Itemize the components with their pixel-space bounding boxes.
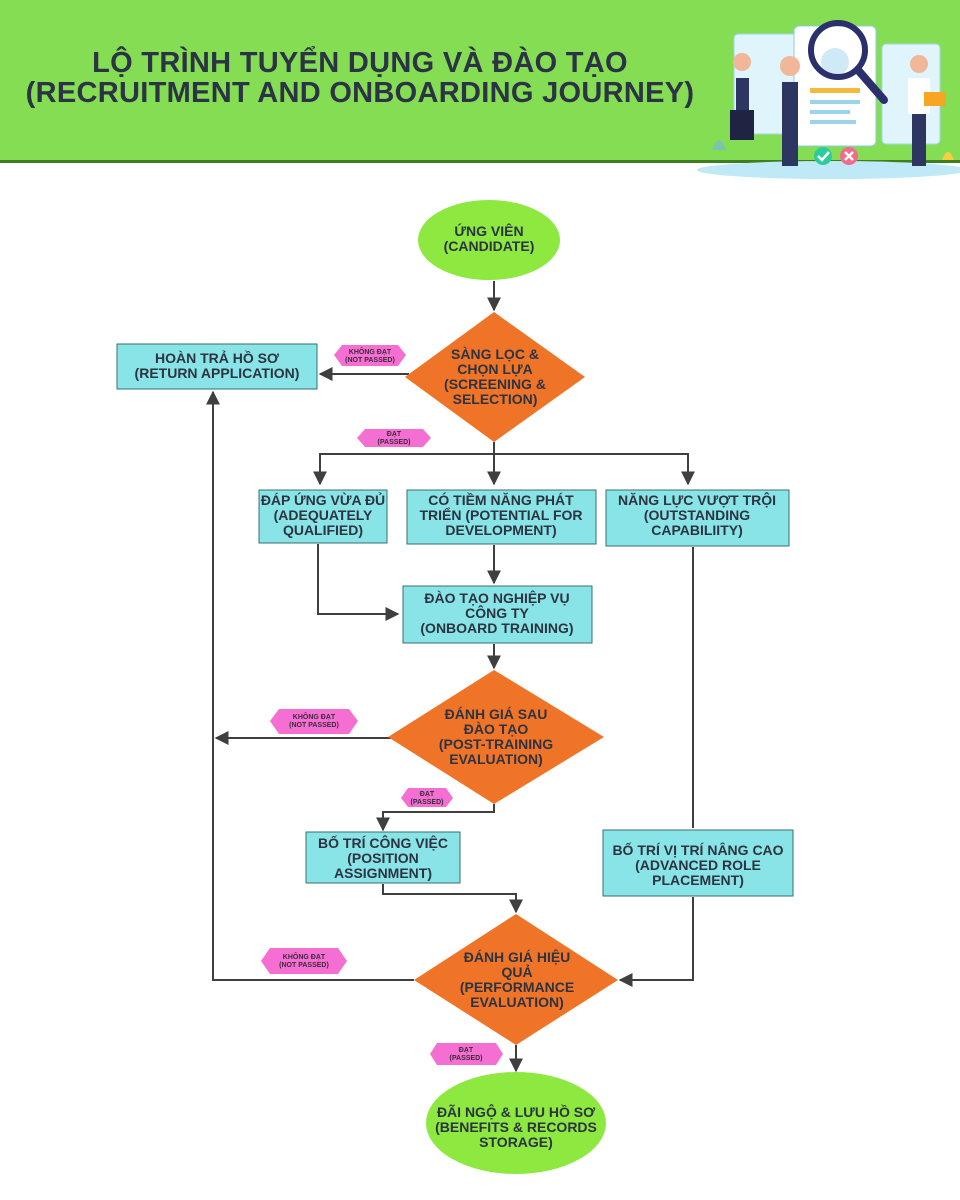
tag-passed-post-training: ĐẠT (PASSED): [401, 788, 453, 807]
node-label: NĂNG LỰC VƯỢT TRỘI: [618, 491, 776, 508]
node-label: ĐÁNH GIÁ HIỆU: [464, 948, 571, 965]
node-label: BỐ TRÍ VỊ TRÍ NÂNG CAO: [612, 841, 783, 858]
tag-label: KHÔNG ĐẠT: [293, 712, 336, 721]
node-label: STORAGE): [479, 1134, 553, 1150]
tag-not-passed-post-training: KHÔNG ĐẠT (NOT PASSED): [270, 709, 358, 734]
cross-icon: [840, 147, 858, 165]
magnifier-icon: [808, 20, 888, 104]
node-label: QUẢ: [501, 964, 532, 980]
node-label: ASSIGNMENT): [334, 865, 432, 881]
node-label: (PERFORMANCE: [460, 979, 574, 995]
connector-perfeval-fail-return: [206, 390, 414, 981]
node-label: ĐÁNH GIÁ SAU: [445, 706, 548, 722]
tag-not-passed-screening: KHÔNG ĐẠT (NOT PASSED): [334, 345, 406, 366]
node-label: HOÀN TRẢ HỒ SƠ: [155, 349, 279, 366]
connectors: [206, 281, 695, 1073]
node-label: (ADVANCED ROLE: [635, 857, 761, 873]
connector-to-outstanding: [494, 453, 695, 486]
node-label: EVALUATION): [470, 994, 564, 1010]
tag-label: ĐẠT: [459, 1047, 474, 1054]
tag-passed-performance: ĐẠT (PASSED): [430, 1043, 503, 1065]
tag-label: KHÔNG ĐẠT: [349, 347, 392, 356]
node-label: ĐÃI NGỘ & LƯU HỒ SƠ: [437, 1103, 595, 1120]
tag-label: (PASSED): [411, 799, 444, 806]
node-label: ĐÀO TẠO NGHIỆP VỤ: [424, 589, 569, 606]
node-outstanding-capability: NĂNG LỰC VƯỢT TRỘI (OUTSTANDING CAPABILI…: [605, 489, 790, 547]
node-potential-development: CÓ TIỀM NĂNG PHÁT TRIỂN (POTENTIAL FOR D…: [406, 489, 597, 545]
node-label: BỐ TRÍ CÔNG VIỆC: [318, 834, 448, 851]
node-label: ĐÀO TẠO: [464, 721, 529, 737]
node-label: (CANDIDATE): [444, 238, 535, 254]
node-screening: SÀNG LỌC & CHỌN LỰA (SCREENING & SELECTI…: [405, 312, 585, 442]
node-label: CÓ TIỀM NĂNG PHÁT: [428, 491, 574, 508]
node-label: SELECTION): [453, 391, 538, 407]
node-label: (OUTSTANDING: [644, 507, 750, 523]
node-return-application: HOÀN TRẢ HỒ SƠ (RETURN APPLICATION): [116, 343, 318, 390]
node-label: ĐÁP ỨNG VỪA ĐỦ: [261, 491, 385, 508]
connector-adequate-onboard: [317, 544, 400, 621]
connector-posteval-position: [376, 804, 495, 832]
node-label: CAPABILIITY): [651, 522, 743, 538]
connector-screening-branches: [313, 442, 495, 486]
node-position-assignment: BỐ TRÍ CÔNG VIỆC (POSITION ASSIGNMENT): [305, 831, 461, 884]
node-benefits-records: ĐÃI NGỘ & LƯU HỒ SƠ (BENEFITS & RECORDS …: [426, 1072, 606, 1174]
node-performance-evaluation: ĐÁNH GIÁ HIỆU QUẢ (PERFORMANCE EVALUATIO…: [414, 914, 618, 1045]
node-label: (POST-TRAINING: [439, 736, 553, 752]
connector-position-perfeval: [382, 884, 523, 914]
page-title: LỘ TRÌNH TUYỂN DỤNG VÀ ĐÀO TẠO (RECRUITM…: [0, 48, 720, 108]
tag-label: (NOT PASSED): [345, 357, 395, 364]
node-label: (ADEQUATELY: [274, 507, 373, 523]
node-label: ỨNG VIÊN: [454, 222, 523, 239]
tag-label: (NOT PASSED): [289, 722, 339, 729]
tag-label: (PASSED): [450, 1055, 483, 1062]
node-label: EVALUATION): [449, 751, 543, 767]
recruitment-illustration: [697, 20, 960, 179]
tag-passed-screening: ĐẠT (PASSED): [357, 429, 431, 447]
title-line-vietnamese: LỘ TRÌNH TUYỂN DỤNG VÀ ĐÀO TẠO: [92, 47, 628, 79]
tag-label: ĐẠT: [420, 791, 435, 798]
node-label: (SCREENING &: [444, 376, 546, 392]
node-label: SÀNG LỌC &: [451, 346, 539, 362]
check-icon: [814, 147, 832, 165]
node-adequately-qualified: ĐÁP ỨNG VỪA ĐỦ (ADEQUATELY QUALIFIED): [258, 489, 388, 544]
node-label: CHỌN LỰA: [457, 361, 532, 377]
tag-label: (NOT PASSED): [279, 962, 329, 969]
node-onboard-training: ĐÀO TẠO NGHIỆP VỤ CÔNG TY (ONBOARD TRAIN…: [402, 585, 593, 644]
node-label: QUALIFIED): [283, 522, 363, 538]
node-label: (RETURN APPLICATION): [135, 365, 300, 381]
tag-label: KHÔNG ĐẠT: [283, 952, 326, 961]
node-label: PLACEMENT): [652, 872, 744, 888]
node-label: CÔNG TY: [465, 604, 529, 621]
node-label: (POSITION: [347, 850, 419, 866]
tag-not-passed-performance: KHÔNG ĐẠT (NOT PASSED): [261, 948, 347, 974]
title-line-english: (RECRUITMENT AND ONBOARDING JOURNEY): [25, 77, 695, 109]
tag-label: (PASSED): [378, 439, 411, 446]
connector-advanced-perfeval: [618, 897, 694, 987]
tag-label: ĐẠT: [387, 431, 402, 438]
node-label: DEVELOPMENT): [445, 522, 556, 538]
node-post-training-evaluation: ĐÁNH GIÁ SAU ĐÀO TẠO (POST-TRAINING EVAL…: [388, 670, 604, 804]
node-label: (BENEFITS & RECORDS: [435, 1119, 597, 1135]
node-advanced-role-placement: BỐ TRÍ VỊ TRÍ NÂNG CAO (ADVANCED ROLE PL…: [602, 829, 794, 897]
node-label: (ONBOARD TRAINING): [420, 620, 573, 636]
node-candidate: ỨNG VIÊN (CANDIDATE): [418, 200, 560, 280]
node-label: TRIỂN (POTENTIAL FOR: [419, 506, 582, 523]
